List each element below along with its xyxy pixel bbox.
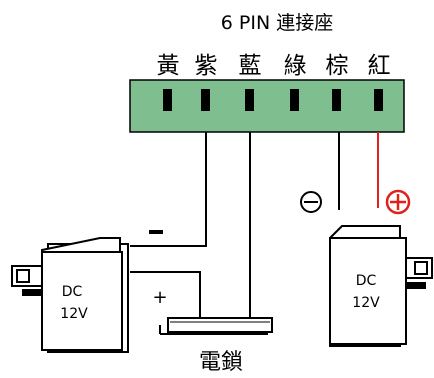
- pin-labels: 黃 紫 藍 綠 棕 紅: [157, 53, 391, 79]
- lock-label: 電鎖: [199, 350, 243, 375]
- pin-label-6: 紅: [368, 53, 391, 79]
- left-adapter-line1: DC: [62, 284, 83, 300]
- wires: [130, 132, 379, 318]
- pin-slot-6: [374, 89, 383, 111]
- connector-title: 6 PIN 連接座: [221, 12, 333, 34]
- right-adapter-front: [329, 237, 407, 345]
- right-dc-adapter: DC 12V: [329, 225, 433, 347]
- pin-label-3: 藍: [239, 53, 262, 79]
- electric-lock: 電鎖: [159, 317, 273, 375]
- connector-body: [129, 79, 405, 133]
- left-minus-mark: [149, 230, 163, 234]
- right-adapter-line1: DC: [356, 273, 377, 289]
- pin-slot-2: [201, 89, 210, 111]
- pin-label-4: 綠: [284, 53, 307, 79]
- pin-slot-3: [245, 89, 254, 111]
- pin-label-2: 紫: [195, 53, 218, 79]
- plus-circle-icon: [385, 189, 411, 215]
- pin-slot-4: [290, 89, 299, 111]
- left-plus-label: +: [152, 287, 167, 308]
- pin-label-1: 黃: [157, 53, 180, 79]
- right-adapter-line2: 12V: [352, 295, 380, 311]
- left-dc-adapter: DC 12V: [11, 237, 129, 353]
- right-plug-icon: [405, 257, 433, 289]
- pin-connector: [129, 79, 405, 133]
- left-adapter-line2: 12V: [60, 306, 88, 322]
- minus-circle-icon: [300, 191, 322, 213]
- pin-slot-5: [332, 89, 341, 111]
- left-plug-icon: [11, 265, 43, 296]
- wire-yellow: [130, 132, 207, 247]
- pin-label-5: 棕: [326, 53, 349, 79]
- lock-body: [167, 317, 273, 333]
- pin-slot-1: [163, 89, 172, 111]
- wire-left-positive: [130, 271, 201, 318]
- left-adapter-front: [41, 251, 123, 351]
